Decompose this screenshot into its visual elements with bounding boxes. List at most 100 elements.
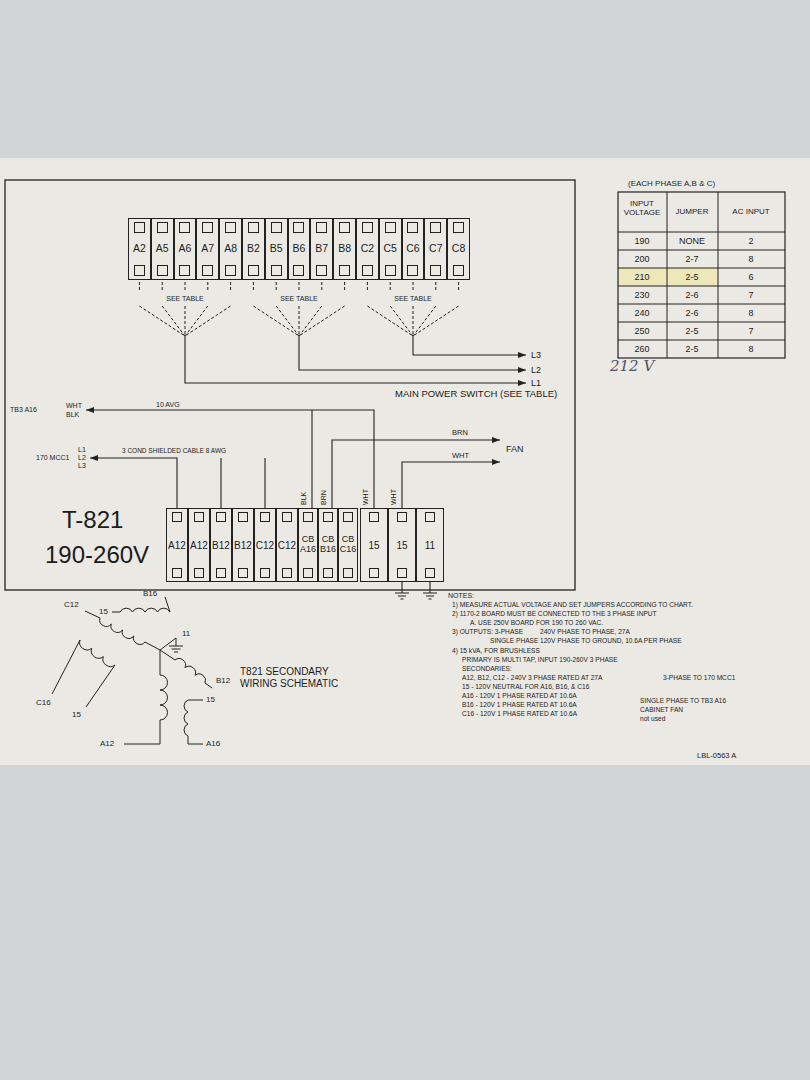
table-cell: 7 bbox=[748, 326, 753, 336]
note-text: not used bbox=[640, 715, 665, 723]
note-text: 120V PHASE TO GROUND, 10.6A PER PHASE bbox=[540, 637, 682, 645]
terminal-screw bbox=[453, 222, 464, 233]
terminal-label: 15 bbox=[389, 540, 415, 551]
terminal-screw bbox=[194, 512, 204, 522]
terminal-label: C12 bbox=[277, 540, 297, 551]
terminal-screw bbox=[260, 568, 270, 578]
wire-label: TB3 A16 bbox=[10, 406, 37, 414]
schematic-label: A12 bbox=[100, 739, 114, 748]
note-text: 2) 1170-2 BOARD MUST BE CONNECTED TO THE… bbox=[452, 610, 657, 618]
wire-label: L1 bbox=[531, 378, 541, 388]
terminal-screw bbox=[293, 222, 304, 233]
terminal-screw bbox=[216, 512, 226, 522]
wires bbox=[86, 336, 526, 599]
table-cell: 210 bbox=[634, 272, 649, 282]
table-cell: 2-5 bbox=[685, 326, 698, 336]
wire-mcc1-drops bbox=[221, 458, 265, 508]
terminal-label: C12 bbox=[255, 540, 275, 551]
terminal-screw bbox=[157, 222, 168, 233]
terminal-screw bbox=[303, 512, 313, 522]
terminal-screw bbox=[407, 265, 418, 276]
note-text: 3) OUTPUTS: 3-PHASE bbox=[452, 628, 523, 636]
terminal-label: C8 bbox=[448, 243, 469, 255]
terminal-screw bbox=[323, 568, 333, 578]
terminal-label: A12 bbox=[167, 540, 187, 551]
wire-label: BRN bbox=[320, 490, 328, 505]
table-cell: 6 bbox=[748, 272, 753, 282]
terminal-label: 15 bbox=[361, 540, 387, 551]
terminal-cell: B12 bbox=[232, 508, 254, 582]
terminal-label: CB A16 bbox=[299, 535, 317, 555]
terminal-label: A6 bbox=[175, 243, 196, 255]
table-grid bbox=[618, 192, 785, 358]
wire-label: SEE TABLE bbox=[280, 295, 317, 303]
note-text: 240V PHASE TO PHASE, 27A bbox=[540, 628, 630, 636]
terminal-screw bbox=[407, 222, 418, 233]
terminal-screw bbox=[134, 265, 145, 276]
terminal-screw bbox=[202, 265, 213, 276]
table-cell: 2-5 bbox=[685, 344, 698, 354]
terminal-screw bbox=[172, 568, 182, 578]
terminal-label: C2 bbox=[357, 243, 378, 255]
table-cell: 230 bbox=[634, 290, 649, 300]
terminal-cell: C2 bbox=[356, 218, 379, 280]
note-text: SINGLE PHASE bbox=[490, 637, 538, 645]
terminal-label: A8 bbox=[220, 243, 241, 255]
table-cell: 200 bbox=[634, 254, 649, 264]
terminal-screw bbox=[316, 265, 327, 276]
wire-label: WHT bbox=[452, 452, 469, 461]
coil-c12 bbox=[85, 611, 160, 650]
terminal-screw bbox=[282, 512, 292, 522]
terminal-screw bbox=[323, 512, 333, 522]
terminal-cell: A6 bbox=[174, 218, 197, 280]
terminal-label: B6 bbox=[289, 243, 310, 255]
terminal-cell: A2 bbox=[128, 218, 151, 280]
terminal-cell: C12 bbox=[276, 508, 298, 582]
terminal-cell: C12 bbox=[254, 508, 276, 582]
terminal-screw bbox=[425, 512, 435, 522]
terminal-label: B12 bbox=[233, 540, 253, 551]
terminal-screw bbox=[282, 568, 292, 578]
table-cell: 2 bbox=[748, 236, 753, 246]
wire-label: L2 bbox=[78, 454, 86, 462]
terminal-label: C6 bbox=[403, 243, 424, 255]
terminal-cell: B12 bbox=[210, 508, 232, 582]
terminal-screw bbox=[453, 265, 464, 276]
secondary-schematic bbox=[52, 597, 212, 744]
terminal-screw bbox=[425, 568, 435, 578]
wire-label: 170 MCC1 bbox=[36, 454, 69, 462]
wire-label: FAN bbox=[506, 444, 524, 454]
table-cell: 190 bbox=[634, 236, 649, 246]
table-cell: 240 bbox=[634, 308, 649, 318]
terminal-screw bbox=[179, 222, 190, 233]
note-text: SINGLE PHASE TO TB3 A16 bbox=[640, 697, 726, 705]
terminal-cell: 15 bbox=[360, 508, 388, 582]
terminal-screw bbox=[343, 568, 353, 578]
terminal-label: CB B16 bbox=[319, 535, 337, 555]
wire-l1 bbox=[185, 336, 526, 383]
jumper-brackets bbox=[139, 282, 458, 336]
terminal-cell: A5 bbox=[151, 218, 174, 280]
wire-label: WHT bbox=[362, 489, 370, 505]
terminal-cell: B8 bbox=[333, 218, 356, 280]
schematic-label: C12 bbox=[64, 600, 79, 609]
table-cell: JUMPER bbox=[676, 207, 709, 216]
terminal-screw bbox=[194, 568, 204, 578]
wire-label: L3 bbox=[531, 350, 541, 360]
schematic-label: 15 bbox=[99, 607, 108, 616]
terminal-label: B5 bbox=[266, 243, 287, 255]
note-text: C16 - 120V 1 PHASE RATED AT 10.6A bbox=[462, 710, 577, 718]
terminal-cell: A7 bbox=[196, 218, 219, 280]
terminal-screw bbox=[430, 222, 441, 233]
terminal-screw bbox=[316, 222, 327, 233]
terminal-label: A12 bbox=[189, 540, 209, 551]
ground-symbol bbox=[395, 582, 409, 599]
schematic-label: 11 bbox=[182, 629, 190, 638]
terminal-cell: C8 bbox=[447, 218, 470, 280]
table-cell: AC INPUT bbox=[732, 207, 769, 216]
bracket-c bbox=[367, 282, 458, 336]
wire-label: WHT bbox=[390, 489, 398, 505]
wire-label: SEE TABLE bbox=[166, 295, 203, 303]
